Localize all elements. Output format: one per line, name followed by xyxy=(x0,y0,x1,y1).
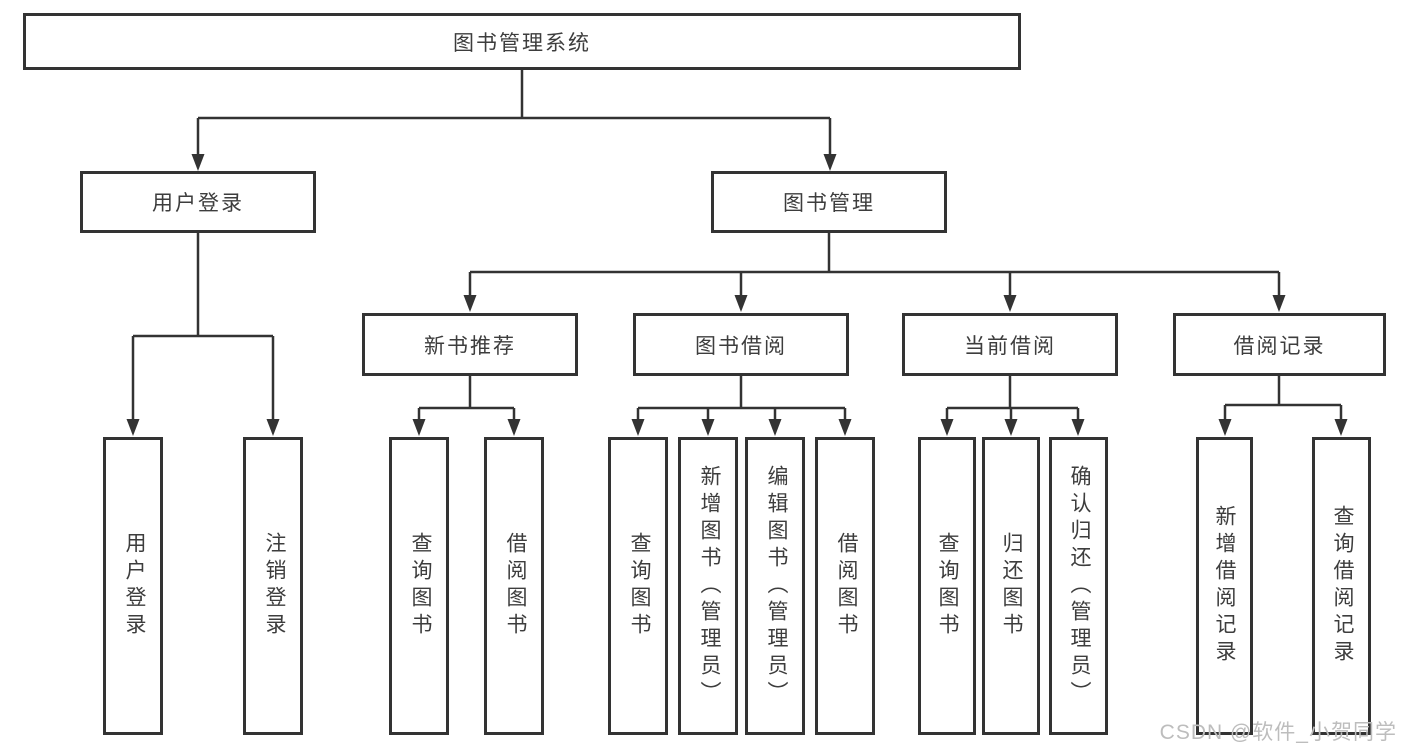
arrow-icon xyxy=(1272,295,1286,312)
arrow-icon xyxy=(507,419,521,436)
arrow-icon xyxy=(768,419,782,436)
leaf-borrow-books-recommend: 借阅图书 xyxy=(484,437,544,735)
arrow-icon xyxy=(1004,419,1018,436)
leaf-add-borrow-record: 新增借阅记录 xyxy=(1196,437,1253,735)
leaf-query-books-recommend: 查询图书 xyxy=(389,437,449,735)
watermark: CSDN @软件_小贺同学 xyxy=(1159,721,1397,744)
leaf-query-borrow-record: 查询借阅记录 xyxy=(1312,437,1371,735)
node-borrow-records: 借阅记录 xyxy=(1173,313,1386,376)
branch-book-mgmt-to-level3 xyxy=(468,233,1281,299)
branch-root-to-level2 xyxy=(196,70,832,158)
arrow-icon xyxy=(1071,419,1085,436)
arrow-icon xyxy=(1334,419,1348,436)
arrow-icon xyxy=(191,154,205,171)
node-book-borrow: 图书借阅 xyxy=(633,313,849,376)
leaf-borrow-books: 借阅图书 xyxy=(815,437,875,735)
arrow-icon xyxy=(734,295,748,312)
arrow-icon xyxy=(701,419,715,436)
leaf-add-book-admin: 新增图书（管理员） xyxy=(678,437,738,735)
leaf-query-books-current: 查询图书 xyxy=(918,437,976,735)
branch-book-borrow-children xyxy=(636,376,847,423)
leaf-query-books-borrow: 查询图书 xyxy=(608,437,668,735)
arrow-icon xyxy=(266,419,280,436)
branch-user-login-children xyxy=(131,233,275,423)
arrow-icon xyxy=(838,419,852,436)
leaf-logout: 注销登录 xyxy=(243,437,303,735)
arrow-icon xyxy=(1218,419,1232,436)
leaf-confirm-return-admin: 确认归还（管理员） xyxy=(1049,437,1108,735)
arrow-icon xyxy=(126,419,140,436)
arrow-icon xyxy=(463,295,477,312)
node-root: 图书管理系统 xyxy=(23,13,1021,70)
leaf-user-login: 用户登录 xyxy=(103,437,163,735)
arrow-icon xyxy=(940,419,954,436)
branch-borrow-record-children xyxy=(1223,376,1343,423)
arrow-icon xyxy=(412,419,426,436)
leaf-edit-book-admin: 编辑图书（管理员） xyxy=(745,437,805,735)
arrow-icon xyxy=(1003,295,1017,312)
node-current-borrow: 当前借阅 xyxy=(902,313,1118,376)
leaf-return-books: 归还图书 xyxy=(982,437,1040,735)
node-book-management: 图书管理 xyxy=(711,171,947,233)
branch-new-book-children xyxy=(417,376,516,423)
arrow-icon xyxy=(823,154,837,171)
node-new-book-recommend: 新书推荐 xyxy=(362,313,578,376)
branch-current-borrow-children xyxy=(945,376,1080,423)
arrow-icon xyxy=(631,419,645,436)
node-user-login: 用户登录 xyxy=(80,171,316,233)
